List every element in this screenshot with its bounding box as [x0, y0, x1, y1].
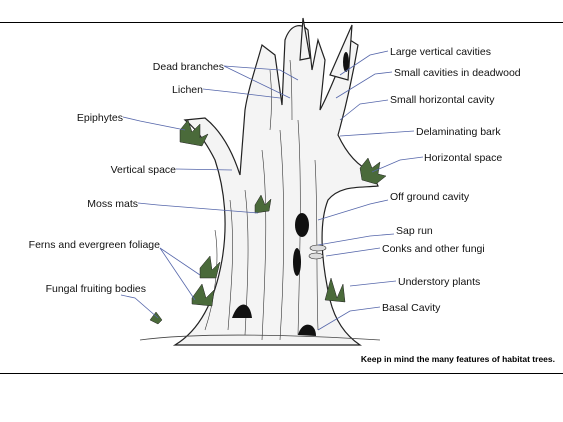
- conk-shelf-2: [308, 252, 324, 260]
- label-vertical-space: Vertical space: [111, 164, 177, 176]
- ground-line: [139, 334, 381, 341]
- label-delaminating-bark: Delaminating bark: [416, 126, 501, 138]
- dead-branch-spike: [299, 17, 311, 61]
- label-understory-plants: Understory plants: [398, 276, 480, 288]
- dead-branch-snag: [329, 24, 353, 81]
- figure-caption: Keep in mind the many features of habita…: [361, 354, 555, 364]
- label-small-horizontal-cavity: Small horizontal cavity: [390, 94, 495, 106]
- label-dead-branches: Dead branches: [153, 61, 224, 73]
- tree-illustration: [139, 17, 387, 346]
- tree-trunk: [172, 25, 379, 346]
- epiphyte-tuft: [179, 119, 209, 147]
- large-vertical-cavity: [343, 52, 349, 72]
- sap-run-streak: [293, 248, 301, 276]
- basal-cavity-right: [298, 324, 316, 336]
- basal-cavity-left: [232, 304, 252, 318]
- label-epiphytes: Epiphytes: [77, 112, 123, 124]
- leader-lines: [120, 50, 424, 331]
- horizontal-branch-foliage: [359, 157, 387, 185]
- fern-clump-lower: [191, 283, 215, 307]
- label-conks-other-fungi: Conks and other fungi: [382, 243, 485, 255]
- label-off-ground-cavity: Off ground cavity: [390, 191, 470, 203]
- label-fungal-fruiting-bodies: Fungal fruiting bodies: [46, 283, 146, 295]
- label-large-vertical-cavities: Large vertical cavities: [390, 46, 491, 58]
- fern-clump-upper: [199, 255, 221, 279]
- label-lichen: Lichen: [172, 84, 203, 96]
- label-ferns-evergreen-foliage: Ferns and evergreen foliage: [29, 239, 160, 251]
- label-basal-cavity: Basal Cavity: [382, 302, 441, 314]
- callout-labels: Dead branches Lichen Epiphytes Vertical …: [29, 46, 521, 314]
- conk-shelf: [309, 244, 327, 252]
- label-moss-mats: Moss mats: [87, 198, 138, 210]
- off-ground-cavity-hole: [295, 213, 309, 237]
- label-small-cavities-deadwood: Small cavities in deadwood: [394, 67, 521, 79]
- fungal-fruiting-cluster: [149, 311, 163, 325]
- label-sap-run: Sap run: [396, 225, 433, 237]
- bottom-rule: [0, 373, 563, 374]
- understory-plant: [324, 277, 346, 303]
- label-horizontal-space: Horizontal space: [424, 152, 502, 164]
- top-rule: [0, 22, 563, 23]
